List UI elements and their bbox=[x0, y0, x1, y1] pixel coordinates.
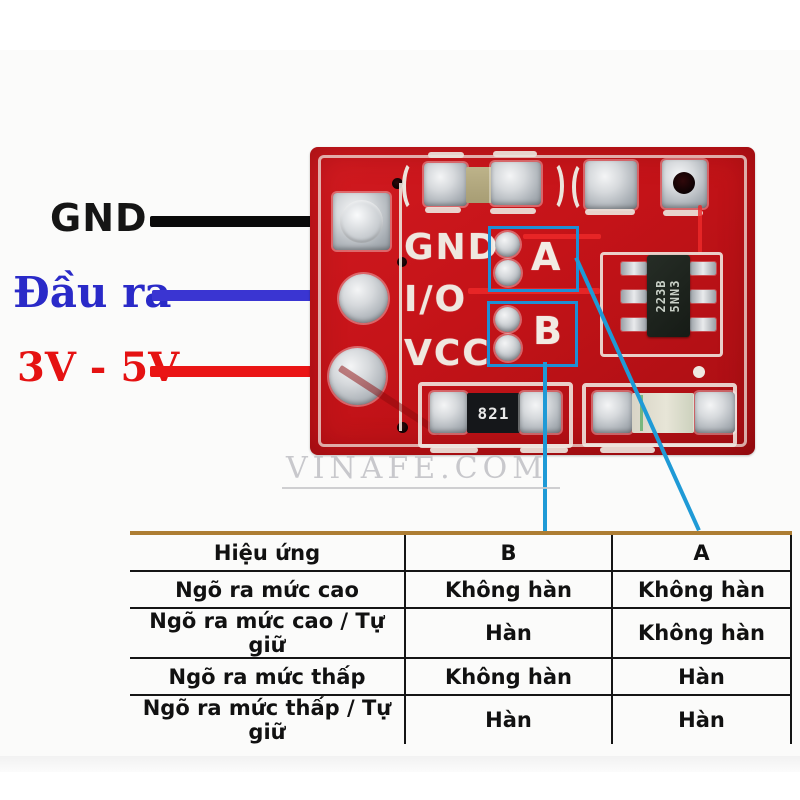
led-pad bbox=[695, 392, 735, 433]
silkscreen-dash bbox=[490, 208, 536, 214]
jumper-b-pad bbox=[495, 307, 520, 332]
ic-marking: 223B 5NN3 bbox=[654, 280, 682, 313]
pcb-trace bbox=[698, 205, 702, 253]
resistor-marking: 821 bbox=[477, 403, 510, 423]
output-label: Đầu ra bbox=[13, 268, 172, 317]
jumper-b-callout-line bbox=[543, 362, 547, 532]
ic-pin bbox=[621, 290, 647, 303]
silkscreen-dash bbox=[585, 209, 635, 215]
ic-pin bbox=[690, 262, 716, 275]
drill-hole bbox=[397, 257, 407, 267]
gnd-wire-line bbox=[150, 216, 358, 227]
drill-hole bbox=[397, 422, 408, 433]
ic-silkscreen-outline bbox=[600, 252, 723, 357]
capacitor-pad bbox=[491, 162, 541, 205]
table-cell: Hàn bbox=[404, 608, 612, 659]
table-row: Ngõ ra mức cao / Tự giữ Hàn Không hàn bbox=[130, 608, 792, 659]
silkscreen-dot bbox=[693, 366, 705, 378]
table-cell: Hàn bbox=[611, 695, 792, 744]
ic-pin bbox=[690, 318, 716, 331]
silkscreen-dash bbox=[425, 207, 461, 213]
table-header-row: Hiệu ứng B A bbox=[130, 533, 792, 572]
led-pad bbox=[593, 392, 632, 433]
silkscreen-vcc-label: VCC bbox=[404, 333, 491, 374]
header-a: A bbox=[611, 533, 792, 572]
resistor-body: 821 bbox=[467, 393, 520, 433]
silkscreen-io-label: I/O bbox=[404, 279, 468, 320]
gnd-label: GND bbox=[50, 196, 148, 240]
resistor-pad bbox=[520, 392, 561, 433]
table-cell: Không hàn bbox=[404, 658, 612, 696]
silkscreen-dash bbox=[600, 447, 655, 453]
component-pad bbox=[585, 161, 637, 209]
table-cell: Không hàn bbox=[611, 571, 792, 609]
capacitor-body bbox=[466, 167, 492, 203]
table-cell: Hàn bbox=[611, 658, 792, 696]
table-cell: Ngõ ra mức thấp / Tự giữ bbox=[142, 696, 392, 744]
ic-pin bbox=[621, 262, 647, 275]
watermark: VINAFE.COM bbox=[286, 451, 548, 486]
table-cell: Không hàn bbox=[611, 608, 792, 659]
silkscreen-dash bbox=[493, 151, 537, 157]
header-b: B bbox=[404, 533, 612, 572]
jumper-a-pad bbox=[495, 232, 520, 257]
gnd-pad bbox=[333, 193, 390, 250]
ic-marking-line1: 223B bbox=[654, 279, 668, 313]
silkscreen-dash bbox=[430, 447, 478, 453]
photo-bottom-edge bbox=[0, 756, 800, 772]
table-cell: Ngõ ra mức cao bbox=[130, 571, 405, 609]
jumper-b-silkscreen-label: B bbox=[533, 309, 562, 353]
jumper-a-pad bbox=[495, 260, 521, 286]
silkscreen-divider-line bbox=[399, 183, 402, 431]
silkscreen-bracket bbox=[402, 160, 425, 212]
ic-body bbox=[647, 255, 690, 337]
io-pad bbox=[339, 274, 388, 323]
ic-pin bbox=[621, 318, 647, 331]
silkscreen-bracket bbox=[572, 161, 595, 213]
mounting-hole bbox=[673, 172, 695, 194]
pcb-trace bbox=[523, 234, 601, 239]
resistor-pad bbox=[430, 392, 467, 433]
silkscreen-dash bbox=[428, 152, 464, 158]
ic-pin bbox=[690, 290, 716, 303]
led-cathode-mark bbox=[640, 395, 643, 431]
mounting-pad bbox=[662, 160, 707, 208]
table-cell: Ngõ ra mức cao / Tự giữ bbox=[130, 608, 405, 659]
jumper-config-table: Hiệu ứng B A Ngõ ra mức cao Không hàn Kh… bbox=[130, 531, 792, 744]
power-wire-line bbox=[150, 366, 364, 377]
resistor-silkscreen-outline bbox=[418, 382, 573, 448]
table-row: Ngõ ra mức thấp / Tự giữ Hàn Hàn bbox=[130, 695, 792, 744]
silkscreen-dash bbox=[663, 210, 703, 216]
output-wire-line bbox=[152, 290, 364, 301]
jumper-a-silkscreen-label: A bbox=[531, 235, 561, 279]
table-cell: Ngõ ra mức thấp bbox=[130, 658, 405, 696]
silkscreen-bracket bbox=[541, 160, 564, 212]
header-effect: Hiệu ứng bbox=[130, 533, 405, 572]
table-row: Ngõ ra mức cao Không hàn Không hàn bbox=[130, 571, 792, 609]
watermark-underline bbox=[282, 487, 560, 489]
ic-marking-line2: 5NN3 bbox=[668, 279, 682, 313]
pcb-board: GND I/O VCC A bbox=[310, 147, 755, 455]
table-row: Ngõ ra mức thấp Không hàn Hàn bbox=[130, 658, 792, 696]
jumper-b-pad bbox=[495, 335, 521, 361]
silkscreen-gnd-label: GND bbox=[404, 227, 500, 268]
jumper-b-callout-box bbox=[487, 301, 578, 367]
table-cell: Không hàn bbox=[404, 571, 612, 609]
table-cell: Hàn bbox=[404, 695, 612, 744]
gnd-pad-center bbox=[340, 200, 383, 243]
capacitor-pad bbox=[424, 163, 467, 206]
drill-hole bbox=[392, 178, 403, 189]
